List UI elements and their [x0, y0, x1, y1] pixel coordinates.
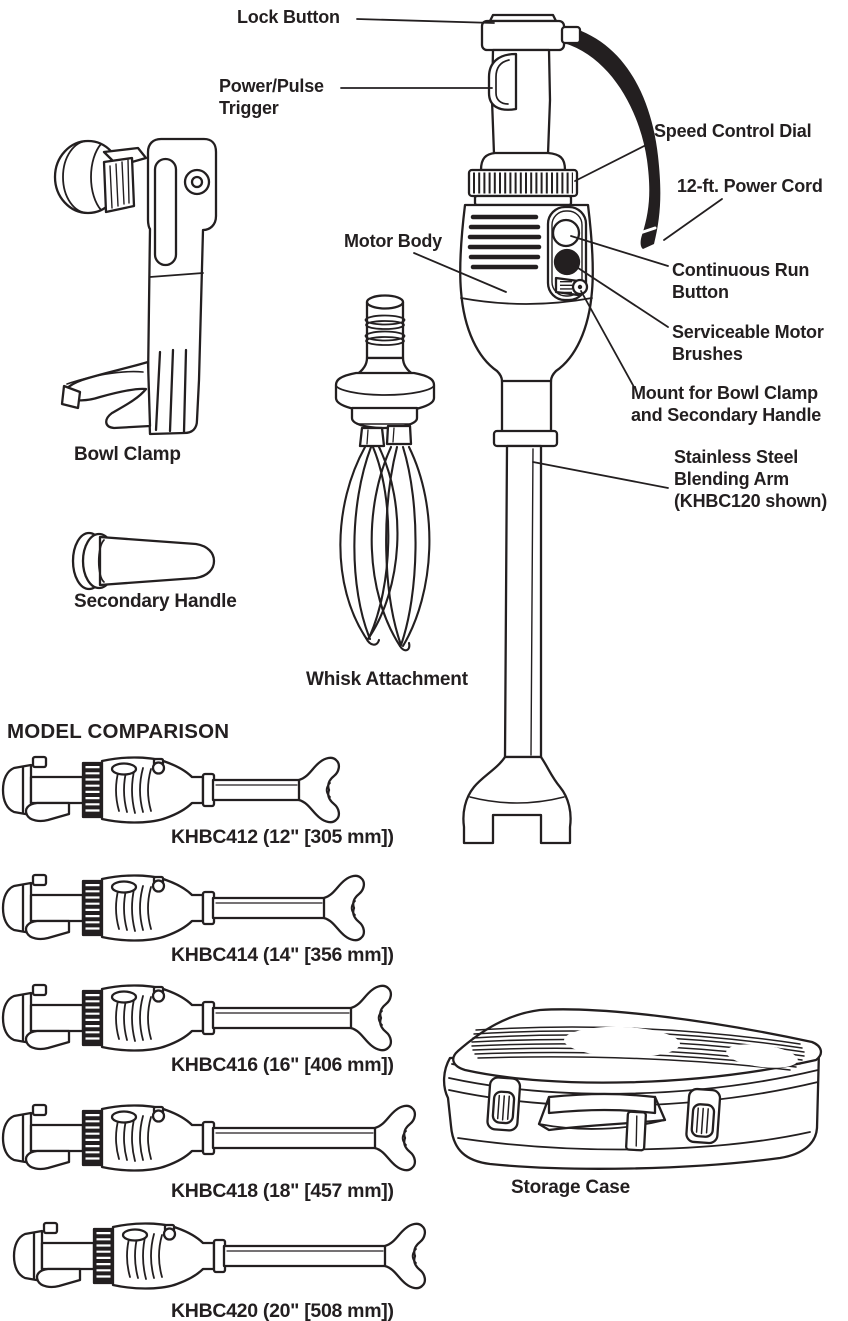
model-label-khbc418: KHBC418 (18" [457 mm])	[171, 1180, 394, 1202]
motor-brush-cap-art	[553, 248, 581, 276]
callout-power-cord: 12-ft. Power Cord	[677, 176, 823, 196]
callout-motor-body: Motor Body	[344, 231, 442, 251]
model-label-khbc416: KHBC416 (16" [406 mm])	[171, 1054, 394, 1076]
whisk-attachment-label: Whisk Attachment	[306, 669, 468, 690]
callout-leader-lines	[340, 18, 723, 489]
storage-case-label: Storage Case	[511, 1177, 631, 1198]
model-khbc418-illustration	[3, 1105, 417, 1170]
bowl-clamp-illustration	[53, 137, 218, 436]
model-khbc416-illustration	[3, 985, 393, 1050]
latch-left-art	[486, 1076, 522, 1132]
model-khbc420-illustration	[14, 1223, 427, 1288]
model-comparison-heading: MODEL COMPARISON	[7, 720, 230, 743]
callout-lock-button: Lock Button	[237, 7, 340, 27]
model-label-khbc412: KHBC412 (12" [305 mm])	[171, 826, 394, 848]
secondary-handle-illustration	[71, 531, 216, 591]
bowl-clamp-label: Bowl Clamp	[74, 444, 181, 465]
storage-case-illustration	[442, 1008, 823, 1170]
continuous-run-button-art	[551, 218, 581, 248]
callout-blending-arm: Stainless Steel Blending Arm (KHBC120 sh…	[674, 447, 828, 511]
callout-speed-control-dial: Speed Control Dial	[654, 121, 812, 141]
latch-right-art	[685, 1087, 722, 1145]
main-blender-illustration	[459, 13, 661, 845]
model-label-khbc420: KHBC420 (20" [508 mm])	[171, 1300, 394, 1321]
model-label-khbc414: KHBC414 (14" [356 mm])	[171, 944, 394, 966]
model-khbc412-illustration	[3, 757, 341, 822]
model-khbc414-illustration	[3, 875, 366, 940]
blending-arm-art	[503, 444, 543, 759]
case-handle-art	[537, 1092, 667, 1152]
whisk-attachment-illustration	[334, 294, 436, 652]
secondary-handle-label: Secondary Handle	[74, 591, 237, 612]
power-cord-art	[564, 27, 661, 249]
